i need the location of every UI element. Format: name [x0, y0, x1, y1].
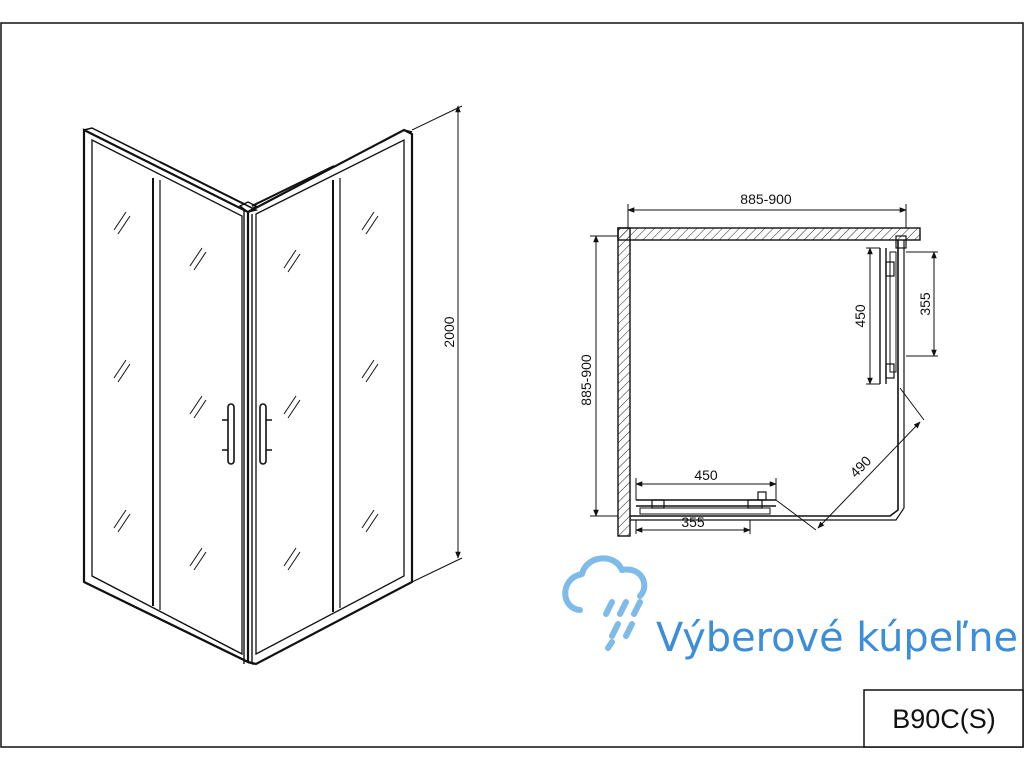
height-label: 2000: [441, 316, 457, 347]
model-code-box: [863, 689, 1024, 748]
model-code: B90C(S): [892, 704, 996, 734]
drawing-border: [0, 22, 1024, 748]
width-top-label: 885-900: [740, 191, 792, 207]
depth-left-label: 885-900: [578, 354, 594, 406]
right-door-handle: [259, 403, 267, 465]
isometric-view: [82, 105, 463, 666]
plan-view: [590, 204, 938, 537]
door-bottom-label: 450: [694, 467, 718, 483]
entry-diagonal-label: 490: [847, 452, 875, 480]
fixed-right-label: 355: [917, 292, 933, 316]
left-door-handle: [227, 403, 235, 465]
fixed-bottom-label: 355: [681, 514, 705, 530]
cloud-shower-icon: [562, 555, 648, 651]
door-right-label: 450: [852, 304, 868, 328]
height-dimension-line: [411, 105, 463, 583]
glass-reflection-marks: [113, 211, 379, 571]
brand-name: Výberové kúpeľne: [656, 615, 1018, 661]
left-wall: [617, 227, 631, 537]
top-wall: [617, 227, 921, 241]
